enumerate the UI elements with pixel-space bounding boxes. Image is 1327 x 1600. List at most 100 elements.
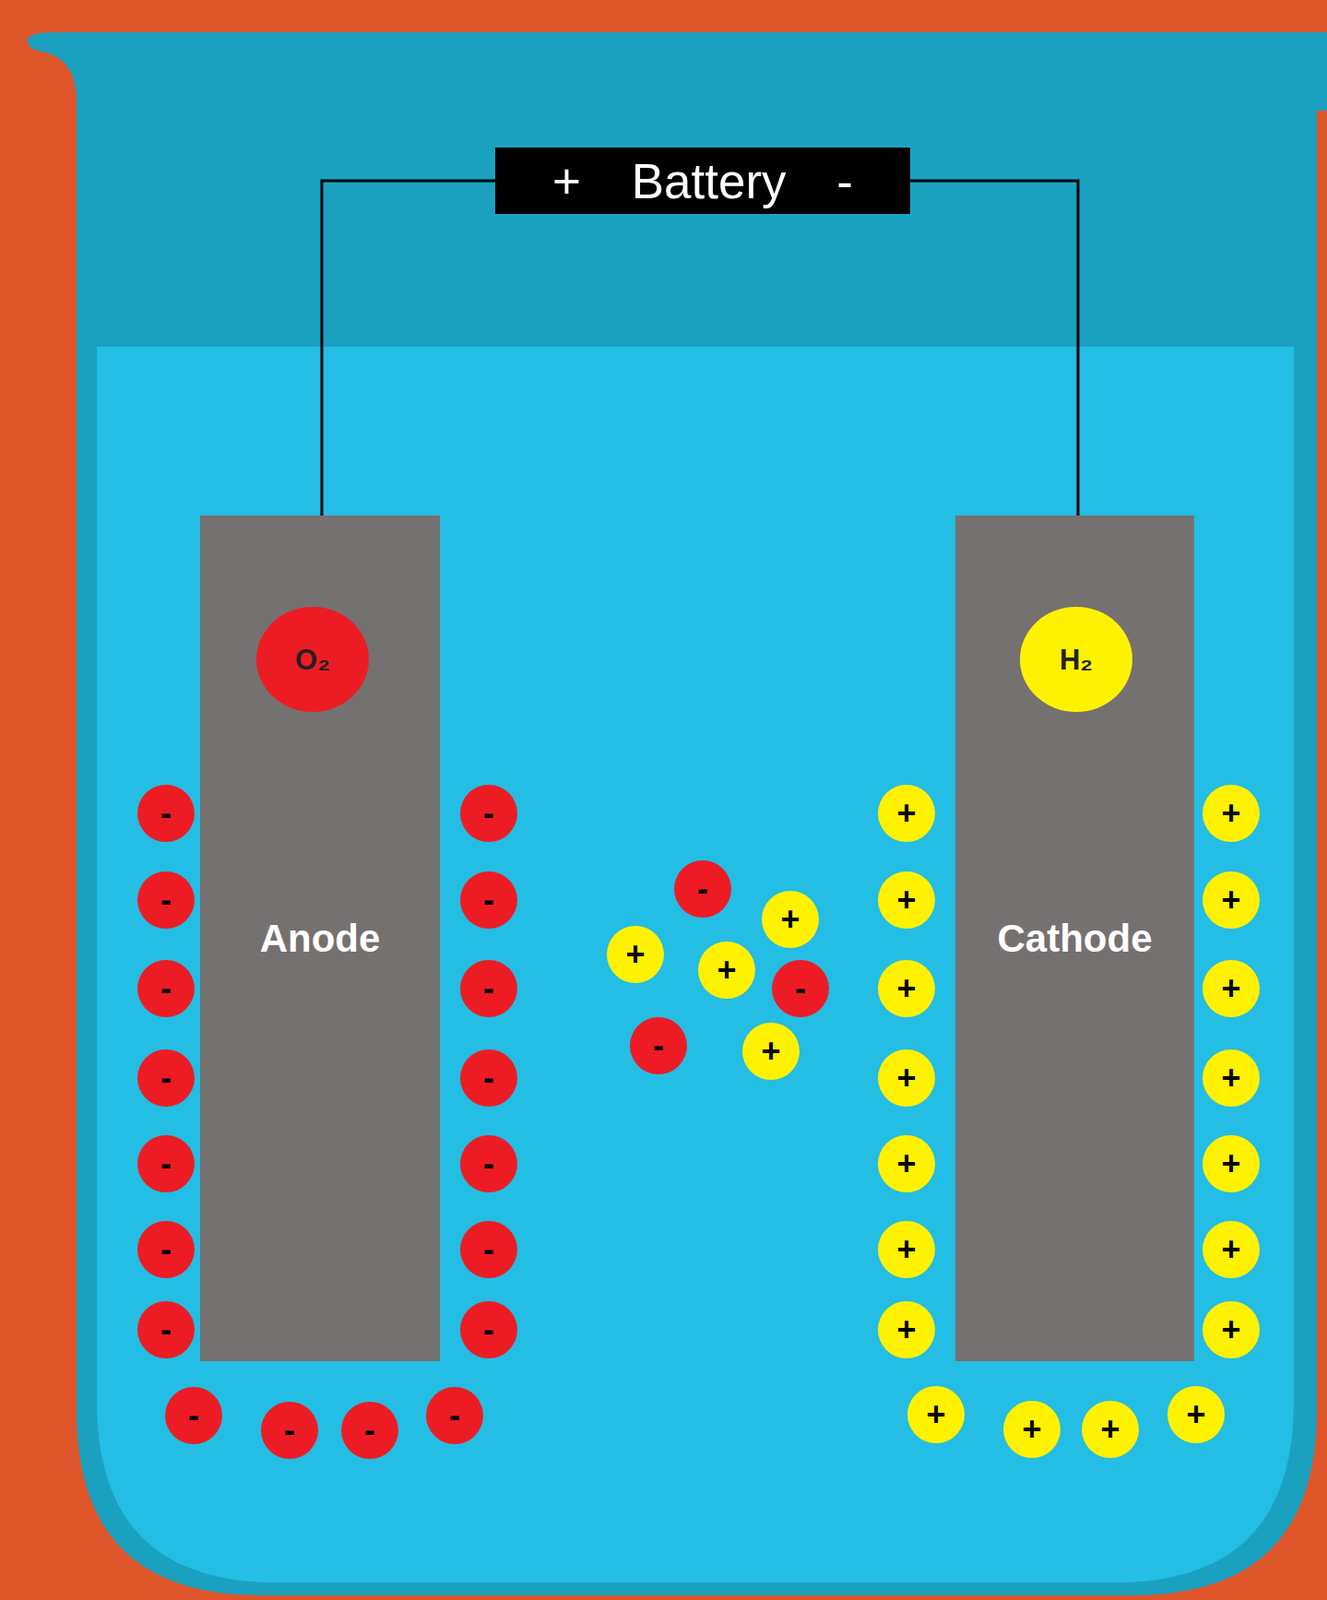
anion-circle: - xyxy=(137,1301,195,1359)
node-label: O₂ xyxy=(295,645,331,675)
anion-circle: - xyxy=(460,784,518,842)
anion-circle: - xyxy=(341,1401,399,1459)
node-label: - xyxy=(188,1398,200,1433)
anion-circle: - xyxy=(460,1049,518,1107)
node-label: - xyxy=(483,971,495,1006)
beaker-body xyxy=(76,55,1317,1596)
beaker-lip xyxy=(27,32,1327,111)
node-label: + xyxy=(716,953,736,987)
hydrogen-bubble: H₂ xyxy=(1019,606,1133,712)
node-label: - xyxy=(160,1313,172,1347)
node-label: + xyxy=(1220,1313,1241,1347)
node-label: + xyxy=(896,1232,916,1267)
cation-circle: + xyxy=(877,1301,936,1359)
node-label: + xyxy=(1100,1412,1120,1446)
node-label: - xyxy=(483,796,495,830)
cation-circle: + xyxy=(761,890,819,948)
anion-circle: - xyxy=(674,860,732,918)
node-label: - xyxy=(652,1029,664,1063)
anion-circle: - xyxy=(460,1220,518,1279)
anion-circle: - xyxy=(771,959,830,1018)
cation-circle: + xyxy=(877,1135,936,1193)
node-label: - xyxy=(483,1061,495,1095)
anion-circle: - xyxy=(460,959,518,1018)
node-label: + xyxy=(1220,796,1241,830)
anion-circle: - xyxy=(137,1135,195,1193)
node-label: - xyxy=(364,1413,376,1447)
node-label: Cathode xyxy=(997,919,1153,959)
node-label: Anode xyxy=(260,919,381,959)
node-label: + xyxy=(780,902,800,937)
cation-circle: + xyxy=(1003,1400,1061,1458)
anion-circle: - xyxy=(460,1301,518,1359)
node-label: - xyxy=(160,1061,172,1095)
node-label: + xyxy=(1220,1147,1241,1181)
node-label: + xyxy=(1185,1398,1206,1432)
node-label: - xyxy=(483,883,495,917)
node-label: + xyxy=(1220,1061,1241,1095)
node-label: - xyxy=(160,1232,172,1267)
cation-circle: + xyxy=(1081,1400,1139,1458)
anion-circle: - xyxy=(137,1049,195,1107)
battery-box: + Battery - xyxy=(495,147,911,214)
node-label: - xyxy=(483,1313,495,1347)
anion-circle: - xyxy=(460,1135,518,1193)
anion-circle: - xyxy=(165,1386,223,1445)
anion-circle: - xyxy=(629,1017,688,1075)
cation-circle: + xyxy=(1202,1220,1260,1279)
anion-circle: - xyxy=(137,871,195,929)
wire xyxy=(910,180,1079,516)
node-label: + xyxy=(1220,1232,1241,1267)
cation-circle: + xyxy=(877,959,936,1018)
node-label: - xyxy=(483,1232,495,1267)
node-label: + xyxy=(760,1034,781,1068)
cation-circle: + xyxy=(1202,1301,1260,1359)
cation-circle: + xyxy=(1202,959,1260,1018)
node-label: + xyxy=(896,1313,916,1347)
node-label: + xyxy=(925,1398,946,1432)
cation-circle: + xyxy=(606,925,664,984)
node-label: - xyxy=(160,1147,172,1181)
cation-circle: + xyxy=(877,784,936,842)
cation-circle: + xyxy=(1202,871,1260,929)
node-label: + xyxy=(896,883,916,917)
anion-circle: - xyxy=(260,1401,319,1459)
cation-circle: + xyxy=(1202,784,1260,842)
cation-circle: + xyxy=(907,1386,965,1444)
cation-circle: + xyxy=(877,871,936,929)
node-label: + xyxy=(1220,971,1241,1006)
node-label: H₂ xyxy=(1059,645,1093,675)
cation-circle: + xyxy=(877,1049,936,1107)
node-label: + xyxy=(896,1061,916,1095)
anion-circle: - xyxy=(460,871,518,929)
anion-circle: - xyxy=(137,959,195,1018)
node-label: - xyxy=(160,971,172,1006)
node-label: + xyxy=(1021,1412,1042,1446)
node-label: - xyxy=(483,1147,495,1181)
cation-circle: + xyxy=(1167,1386,1225,1444)
node-label: - xyxy=(160,796,172,830)
anion-circle: - xyxy=(137,784,195,842)
oxygen-bubble: O₂ xyxy=(256,606,369,712)
cation-circle: + xyxy=(877,1220,936,1279)
cation-circle: + xyxy=(1202,1049,1260,1107)
cation-circle: + xyxy=(1202,1135,1260,1193)
node-label: - xyxy=(449,1398,461,1433)
anion-circle: - xyxy=(137,1220,195,1279)
cathode-electrode: Cathode H₂ xyxy=(955,515,1195,1362)
node-label: + xyxy=(625,937,645,972)
node-label: + xyxy=(896,796,916,830)
cation-circle: + xyxy=(698,941,756,999)
node-label: - xyxy=(284,1413,296,1447)
node-label: - xyxy=(160,883,172,917)
node-label: + xyxy=(1220,883,1241,917)
water xyxy=(96,346,1294,1583)
node-label: - xyxy=(697,872,709,906)
cation-circle: + xyxy=(742,1022,800,1080)
node-label: - xyxy=(794,971,806,1006)
node-label: + Battery - xyxy=(552,156,854,206)
node-label: + xyxy=(896,971,916,1006)
anode-electrode: Anode O₂ xyxy=(200,515,440,1362)
node-label: + xyxy=(896,1147,916,1181)
wire xyxy=(321,180,496,516)
